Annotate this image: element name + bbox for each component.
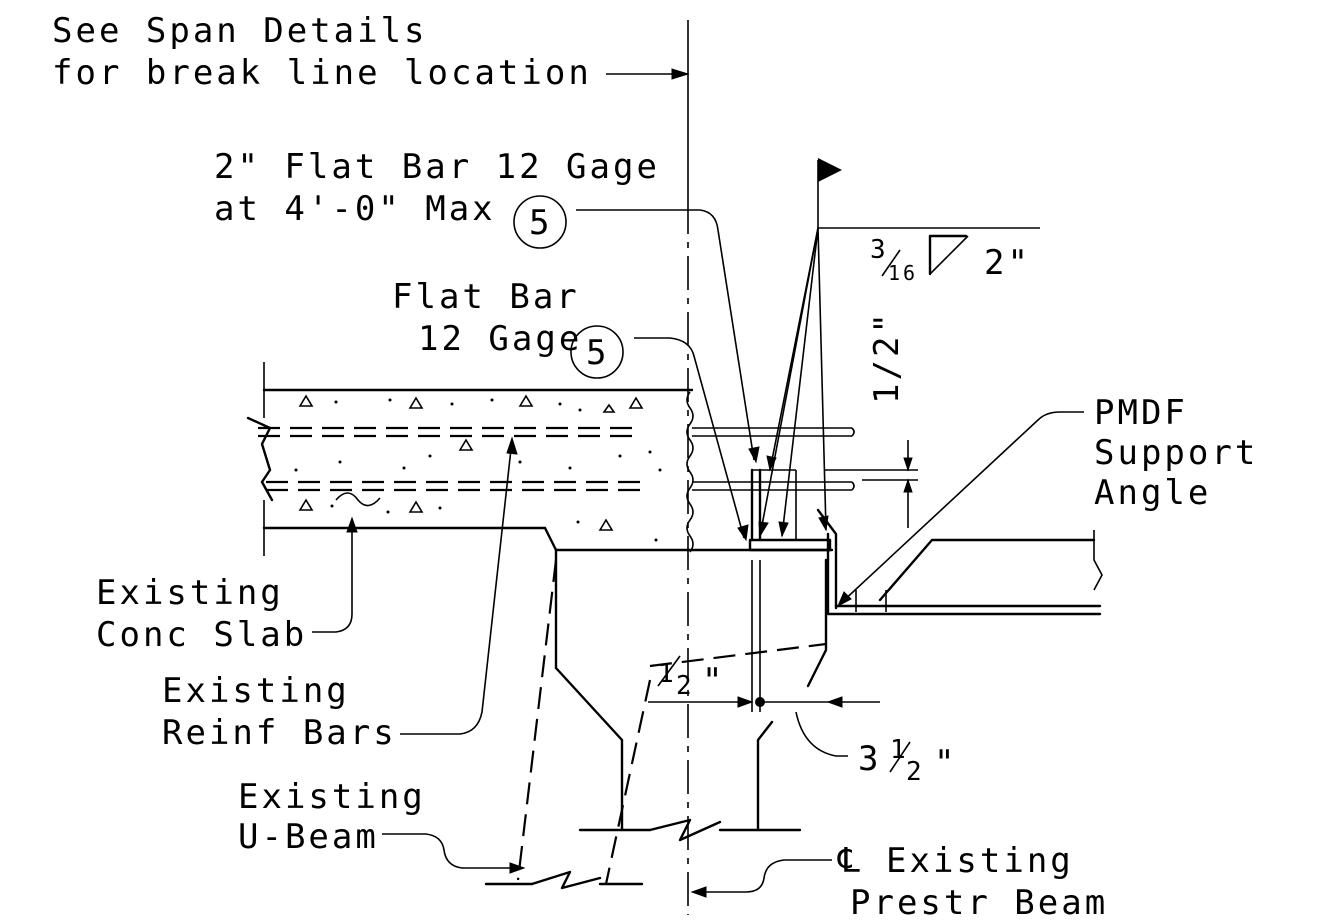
dim-three-half-num: 1 [890, 735, 909, 765]
label-ubeam-2: U-Beam [238, 817, 379, 857]
centerline-symbol: ℄ [837, 841, 863, 881]
callout-number-2: 5 [586, 333, 609, 373]
label-flat-bar-2: 12 Gage [418, 319, 582, 359]
label-reinf-1: Existing [162, 671, 350, 711]
label-cl-2: Prestr Beam [850, 883, 1108, 921]
flat-bar-assembly [748, 468, 832, 712]
label-conc-slab-2: Conc Slab [96, 615, 307, 655]
label-pmdf-2: Support [1094, 433, 1258, 473]
existing-reinf-bars [258, 426, 855, 492]
dim-horizontal-half-inch [648, 696, 880, 708]
label-cl-1: Existing [886, 841, 1074, 881]
existing-concrete-slab [246, 362, 694, 556]
weld-size-numerator: 3 [870, 235, 889, 265]
dim-three-half-whole: 3 [858, 739, 881, 779]
label-span-details-1: See Span Details [52, 11, 428, 51]
label-ubeam-1: Existing [238, 777, 426, 817]
dim-half-vertical: 1/2" [867, 310, 907, 404]
label-span-details-2: for break line location [52, 53, 592, 93]
label-flat-bar-2in-2: at 4'-0" Max [214, 189, 496, 229]
callout-number-1: 5 [529, 203, 552, 243]
callout-circle-2 [570, 325, 624, 379]
callout-circle-1 [513, 195, 567, 249]
label-flat-bar-1: Flat Bar [392, 277, 580, 317]
label-flat-bar-2in-1: 2" Flat Bar 12 Gage [214, 147, 660, 187]
dim-three-half-mark: " [934, 743, 957, 783]
dim-half-inch-mark: " [702, 661, 725, 701]
leader-lines [312, 68, 1084, 898]
pmdf-support-angle [816, 508, 1103, 616]
label-reinf-2: Reinf Bars [162, 713, 397, 753]
label-pmdf-3: Angle [1094, 473, 1211, 513]
dim-three-half-den: 2 [906, 757, 925, 787]
dim-half-inch-den: 2 [676, 671, 695, 701]
label-conc-slab-1: Existing [96, 573, 284, 613]
weld-size-denominator: 16 [888, 261, 918, 285]
label-pmdf-1: PMDF [1094, 393, 1188, 433]
weld-length: 2" [984, 243, 1031, 283]
existing-u-beam [484, 548, 834, 890]
dim-vertical-half-inch [824, 440, 918, 528]
